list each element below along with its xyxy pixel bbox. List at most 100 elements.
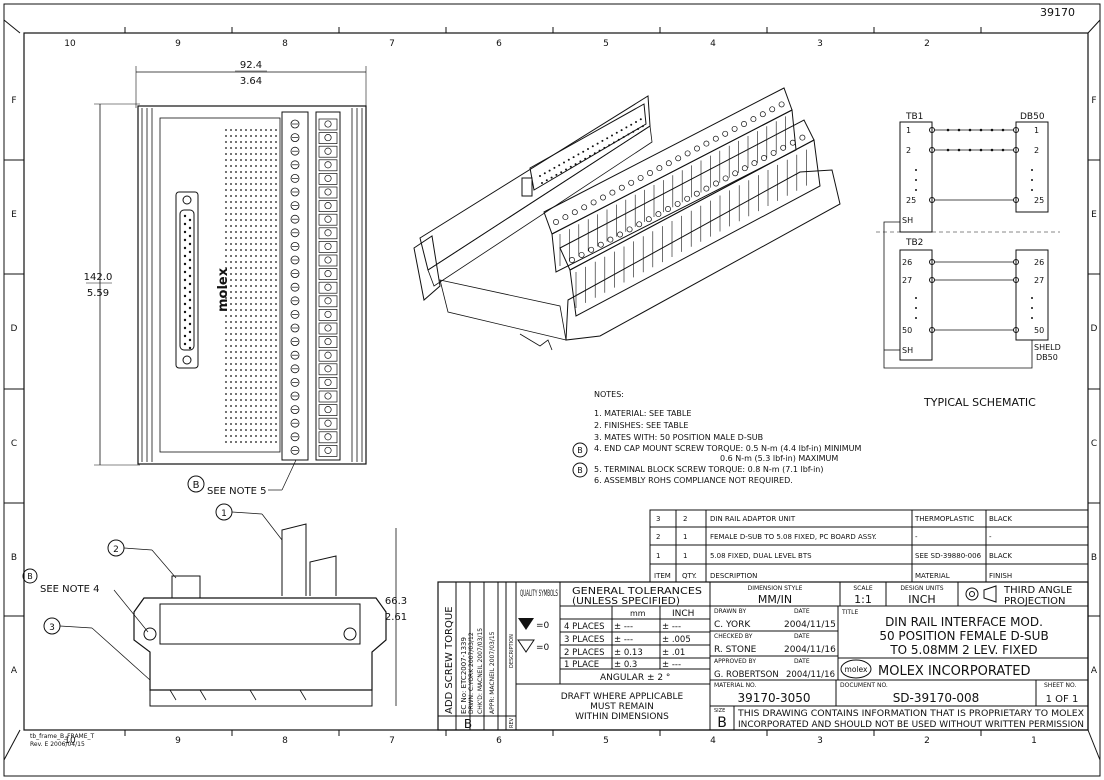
terminal-screw bbox=[290, 350, 300, 360]
pcb-dot bbox=[240, 129, 242, 131]
side-din-rail bbox=[149, 690, 373, 707]
pcb-dot bbox=[250, 291, 252, 293]
pcb-dot bbox=[270, 339, 272, 341]
terminal-screw bbox=[290, 255, 300, 265]
pcb-dot bbox=[275, 231, 277, 233]
pcb-dot bbox=[225, 309, 227, 311]
pcb-dot bbox=[270, 159, 272, 161]
width-in: 3.64 bbox=[240, 76, 262, 87]
terminal-cell bbox=[318, 390, 338, 403]
iso-screw-upper bbox=[637, 174, 644, 181]
pcb-dot bbox=[250, 255, 252, 257]
terminal-screw bbox=[290, 309, 300, 319]
pcb-dot bbox=[270, 129, 272, 131]
pcb-dot bbox=[250, 153, 252, 155]
pcb-dot bbox=[255, 429, 257, 431]
terminal-screw bbox=[324, 134, 332, 142]
pcb-dot bbox=[270, 177, 272, 179]
dsub-pin bbox=[183, 262, 187, 266]
terminal-cell bbox=[318, 417, 338, 430]
checked-by-label: CHECKED BY bbox=[714, 633, 753, 640]
pcb-dot bbox=[255, 363, 257, 365]
pcb-dot bbox=[240, 357, 242, 359]
pcb-dot bbox=[250, 189, 252, 191]
pcb-dot bbox=[270, 441, 272, 443]
document-no-label: DOCUMENT NO. bbox=[840, 682, 888, 689]
pcb-dot bbox=[260, 177, 262, 179]
dsub-pin bbox=[188, 338, 192, 342]
note5-callout-letter: B bbox=[577, 466, 583, 475]
callout-b bbox=[22, 568, 38, 584]
pcb-dot bbox=[225, 321, 227, 323]
iso-dsub-pin bbox=[550, 176, 553, 179]
terminal-screw bbox=[324, 174, 332, 182]
pcb-dot bbox=[270, 213, 272, 215]
pcb-dot bbox=[235, 201, 237, 203]
pcb-dot bbox=[265, 255, 267, 257]
pcb-dot bbox=[235, 147, 237, 149]
corner-mark bbox=[3, 729, 21, 761]
iso-screw-lower bbox=[693, 190, 700, 197]
pcb-dot bbox=[225, 387, 227, 389]
pcb-dot bbox=[260, 375, 262, 377]
pcb-dot bbox=[260, 423, 262, 425]
callout-1-text: 1 bbox=[221, 509, 227, 519]
pcb-dot bbox=[265, 351, 267, 353]
pcb-dot bbox=[270, 135, 272, 137]
date-label-3: DATE bbox=[794, 658, 810, 665]
pcb-dot bbox=[235, 381, 237, 383]
pcb-dot bbox=[245, 351, 247, 353]
pcb-dot bbox=[265, 321, 267, 323]
leader bbox=[281, 459, 297, 491]
iso-dsub-pin bbox=[615, 131, 618, 134]
company-logo: molex bbox=[845, 665, 868, 674]
pcb-dot bbox=[235, 417, 237, 419]
dsub-pin bbox=[183, 254, 187, 258]
pcb-dot bbox=[225, 165, 227, 167]
pcb-dot bbox=[240, 375, 242, 377]
dsub-pin bbox=[188, 306, 192, 310]
pcb-dot bbox=[240, 261, 242, 263]
pcb-dot bbox=[270, 201, 272, 203]
iso-screw-lower bbox=[588, 246, 595, 253]
pcb-dot bbox=[270, 357, 272, 359]
tb2-pin-27: 27 bbox=[902, 276, 912, 285]
pcb-dot bbox=[230, 243, 232, 245]
pcb-dot bbox=[275, 159, 277, 161]
pcb-dot bbox=[250, 159, 252, 161]
title-line-2: 50 POSITION FEMALE D-SUB bbox=[879, 629, 1048, 643]
pcb-dot bbox=[245, 153, 247, 155]
pcb-dot bbox=[235, 225, 237, 227]
dsub-pin bbox=[183, 326, 187, 330]
bom-header-qty: QTY. bbox=[682, 572, 697, 580]
shield-label: SHELD bbox=[1034, 343, 1061, 352]
pcb-dot bbox=[270, 279, 272, 281]
pcb-dot bbox=[255, 171, 257, 173]
pcb-dot bbox=[245, 213, 247, 215]
pcb-dot bbox=[225, 363, 227, 365]
pcb-dot bbox=[235, 423, 237, 425]
pcb-dot bbox=[265, 285, 267, 287]
pcb-dot bbox=[270, 393, 272, 395]
zone-row-label-right: E bbox=[1091, 210, 1097, 220]
bom-qty: 1 bbox=[683, 533, 687, 541]
pcb-dot bbox=[245, 435, 247, 437]
pcb-dot bbox=[265, 369, 267, 371]
pcb-dot bbox=[235, 309, 237, 311]
schematic-title: TYPICAL SCHEMATIC bbox=[923, 396, 1036, 409]
dsub-screw-top bbox=[182, 195, 192, 205]
pcb-dot bbox=[240, 345, 242, 347]
iso-screw-lower bbox=[578, 251, 585, 258]
pcb-dot bbox=[225, 189, 227, 191]
pcb-dot bbox=[245, 381, 247, 383]
schem-dot bbox=[1031, 297, 1033, 299]
pcb-dot bbox=[250, 249, 252, 251]
side-view: 66.3 2.61 1 2 B SEE NOTE 4 3 bbox=[22, 503, 407, 707]
pcb-dot bbox=[255, 165, 257, 167]
pcb-dot bbox=[240, 231, 242, 233]
pcb-dot bbox=[260, 261, 262, 263]
tb1-pin-1: 1 bbox=[906, 126, 911, 135]
zone-col-label-bottom: 10 bbox=[64, 736, 76, 746]
terminal-screw bbox=[290, 405, 300, 415]
pcb-dot-grid bbox=[225, 129, 277, 443]
